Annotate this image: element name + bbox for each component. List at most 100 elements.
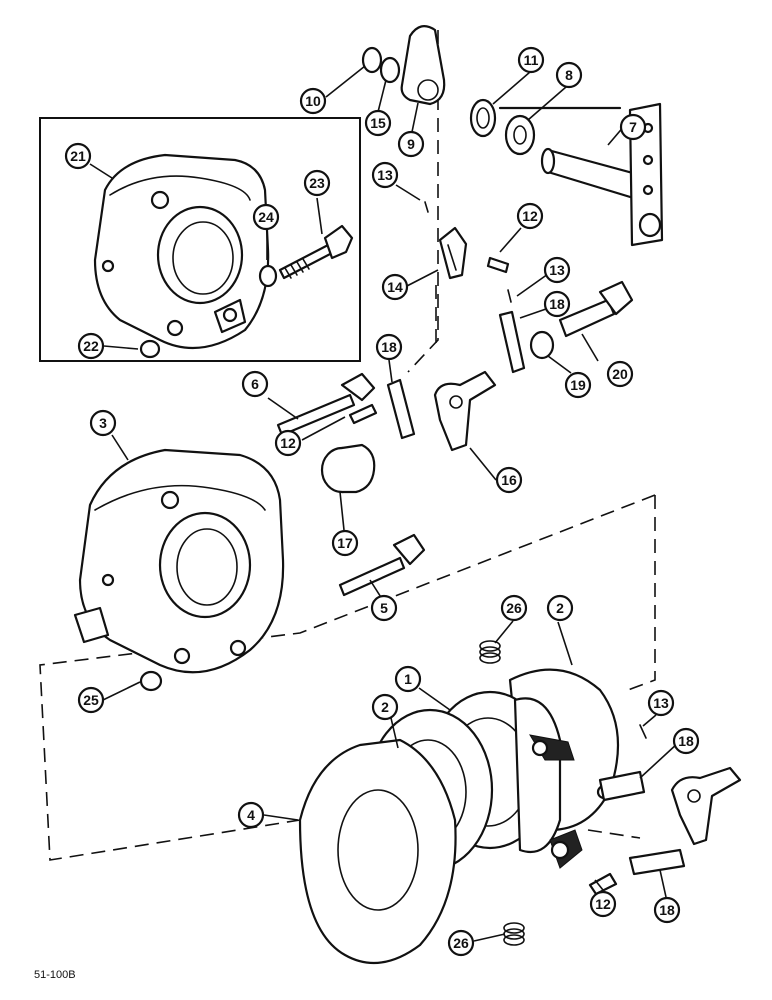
callout-8: 8 — [555, 61, 583, 89]
washer-part — [379, 56, 401, 84]
callout-18: 18 — [543, 290, 571, 318]
svg-text:18: 18 — [659, 902, 675, 918]
small-bolt-part — [348, 403, 378, 425]
svg-text:13: 13 — [653, 695, 669, 711]
small-bolt-part — [486, 256, 510, 274]
callout-2: 2 — [546, 594, 574, 622]
svg-text:1: 1 — [404, 671, 412, 687]
seal-inner-part — [476, 107, 490, 129]
washer-inner-part — [513, 125, 527, 145]
callout-13: 13 — [543, 256, 571, 284]
washer-part — [139, 670, 163, 692]
callout-3: 3 — [89, 409, 117, 437]
callout-13: 13 — [371, 161, 399, 189]
callout-16: 16 — [495, 466, 523, 494]
bolt-part — [338, 533, 426, 597]
bushing-part — [320, 443, 376, 494]
washer-part — [529, 330, 555, 360]
shaft-arm-part — [498, 102, 664, 247]
callout-24: 24 — [252, 203, 280, 231]
callout-12: 12 — [274, 429, 302, 457]
washer-part — [258, 264, 278, 288]
callout-1: 1 — [394, 665, 422, 693]
leader-lines — [89, 65, 679, 942]
svg-text:26: 26 — [453, 935, 469, 951]
callout-15: 15 — [364, 109, 392, 137]
plate-part — [298, 738, 457, 965]
callout-17: 17 — [331, 529, 359, 557]
callout-21: 21 — [64, 142, 92, 170]
callout-26: 26 — [447, 929, 475, 957]
spring-part — [503, 922, 525, 946]
bolt-part — [276, 372, 376, 437]
svg-text:13: 13 — [549, 262, 565, 278]
svg-text:2: 2 — [556, 600, 564, 616]
washer-part — [139, 339, 161, 359]
svg-text:12: 12 — [522, 208, 538, 224]
callout-14: 14 — [381, 273, 409, 301]
svg-text:15: 15 — [370, 115, 386, 131]
svg-text:18: 18 — [549, 296, 565, 312]
svg-text:10: 10 — [305, 93, 321, 109]
svg-text:18: 18 — [381, 339, 397, 355]
svg-text:4: 4 — [247, 807, 255, 823]
callout-2: 2 — [371, 693, 399, 721]
svg-text:17: 17 — [337, 535, 353, 551]
svg-text:13: 13 — [377, 167, 393, 183]
callout-10: 10 — [299, 87, 327, 115]
svg-text:2: 2 — [381, 699, 389, 715]
svg-text:23: 23 — [309, 175, 325, 191]
callout-18: 18 — [653, 896, 681, 924]
svg-text:14: 14 — [387, 279, 403, 295]
callout-22: 22 — [77, 332, 105, 360]
svg-text:9: 9 — [407, 136, 415, 152]
svg-text:21: 21 — [70, 148, 86, 164]
lever-part — [400, 25, 446, 106]
svg-text:19: 19 — [570, 377, 586, 393]
housing-inset-part — [93, 153, 270, 350]
callout-18: 18 — [375, 333, 403, 361]
housing-part — [73, 448, 285, 674]
callout-6: 6 — [241, 370, 269, 398]
svg-text:5: 5 — [380, 600, 388, 616]
pin-part — [639, 724, 647, 739]
bolt-part — [278, 224, 354, 280]
bolt-part — [558, 280, 634, 338]
callout-19: 19 — [564, 371, 592, 399]
link-part — [598, 770, 646, 802]
svg-text:12: 12 — [595, 896, 611, 912]
callout-25: 25 — [77, 686, 105, 714]
svg-text:20: 20 — [612, 366, 628, 382]
svg-text:22: 22 — [83, 338, 99, 354]
small-bolt-part — [588, 872, 618, 896]
callout-23: 23 — [303, 169, 331, 197]
callout-13: 13 — [647, 689, 675, 717]
callout-18: 18 — [672, 727, 700, 755]
snap-ring-part — [361, 46, 383, 74]
svg-text:24: 24 — [258, 209, 274, 225]
pin-part — [507, 289, 512, 303]
washer-part — [504, 114, 536, 156]
link-part — [628, 848, 686, 876]
pin-part — [424, 201, 429, 213]
svg-text:25: 25 — [83, 692, 99, 708]
svg-text:7: 7 — [629, 119, 637, 135]
svg-text:12: 12 — [280, 435, 296, 451]
lever-arm-part — [670, 766, 742, 846]
callout-7: 7 — [619, 113, 647, 141]
callouts: 10 15 9 11 8 7 21 23 24 13 12 14 13 18 2… — [64, 46, 700, 957]
callout-12: 12 — [589, 890, 617, 918]
link-part — [386, 378, 416, 440]
callout-5: 5 — [370, 594, 398, 622]
drawing-reference-code: 51-100B — [34, 969, 76, 981]
link-part — [498, 310, 526, 374]
lever-arm-part — [433, 370, 497, 452]
svg-text:8: 8 — [565, 67, 573, 83]
svg-text:3: 3 — [99, 415, 107, 431]
svg-text:11: 11 — [524, 52, 539, 68]
callout-12: 12 — [516, 202, 544, 230]
svg-text:6: 6 — [251, 376, 259, 392]
spring-part — [479, 640, 501, 664]
callout-26: 26 — [500, 594, 528, 622]
